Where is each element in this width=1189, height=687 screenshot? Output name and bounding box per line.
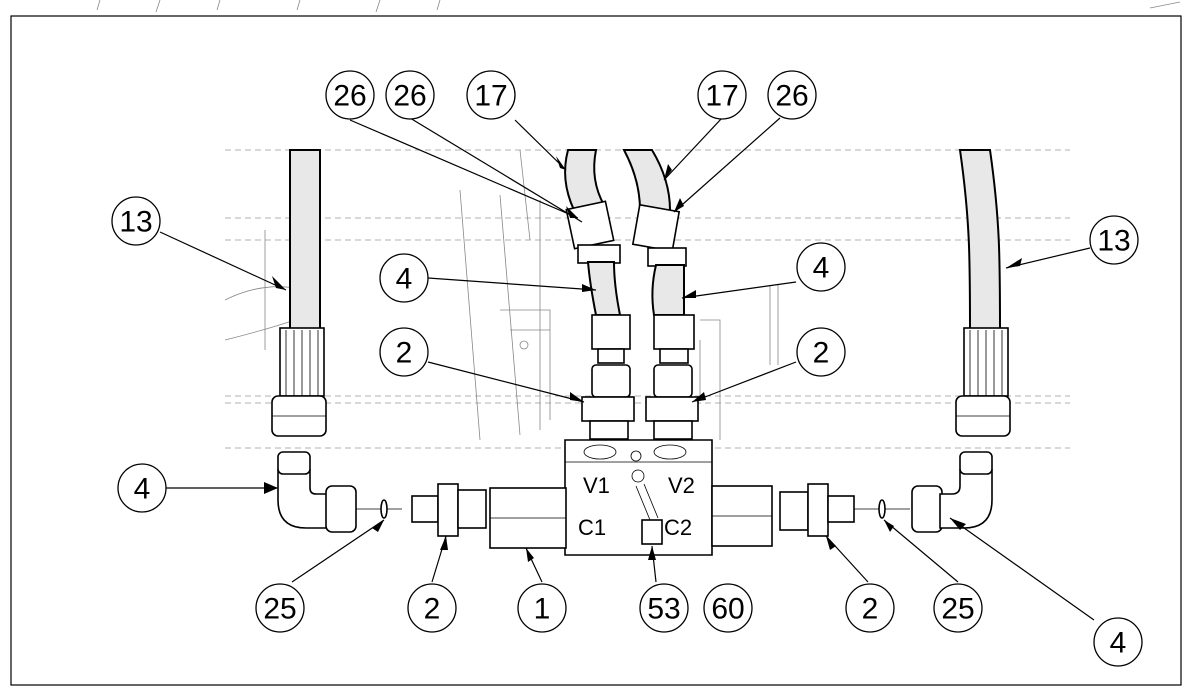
callout-circle — [325, 70, 375, 120]
callout-circle — [255, 583, 305, 633]
seal-25-left — [356, 499, 402, 519]
hose-17-left — [564, 149, 631, 364]
callout-number: 4 — [813, 252, 830, 285]
callout-number: 1 — [534, 593, 551, 626]
callout-bubble-60: 60 — [703, 583, 753, 633]
callout-bubble-2: 2 — [845, 583, 895, 633]
callout-bubble-26: 26 — [385, 70, 435, 120]
callout-circle — [1089, 215, 1139, 265]
callout-bubble-25: 25 — [255, 583, 305, 633]
callout-number: 25 — [263, 593, 296, 626]
callout-number: 2 — [396, 337, 413, 370]
callout-number: 4 — [134, 473, 151, 506]
hose-13-left — [271, 149, 327, 437]
elbow-4-right — [911, 451, 993, 533]
callout-circle — [111, 196, 161, 246]
callout-bubble-13: 13 — [1089, 215, 1139, 265]
callout-number: 2 — [424, 593, 441, 626]
valve-block-1: V1 V2 C1 C2 — [489, 439, 773, 556]
callout-circle — [117, 463, 167, 513]
callout-number: 4 — [396, 263, 413, 296]
callout-circle — [697, 70, 747, 120]
callout-bubble-4: 4 — [117, 463, 167, 513]
callout-circle — [845, 583, 895, 633]
background-frame-lines — [225, 149, 1070, 449]
callout-number: 26 — [775, 80, 808, 113]
callout-bubble-1: 1 — [517, 583, 567, 633]
port-label-c1: C1 — [578, 515, 606, 540]
callout-number: 2 — [813, 337, 830, 370]
callout-number: 2 — [862, 593, 879, 626]
callout-bubble-53: 53 — [639, 583, 689, 633]
adapter-2-left — [411, 483, 487, 537]
callout-circle — [517, 583, 567, 633]
hose-13-right — [955, 149, 1011, 437]
callout-number: 13 — [1097, 225, 1130, 258]
callout-bubble-25: 25 — [933, 583, 983, 633]
callout-circle — [703, 583, 753, 633]
hose-17-right — [622, 149, 695, 364]
elbow-4-left — [277, 451, 357, 533]
callout-bubble-4: 4 — [796, 242, 846, 292]
callout-bubble-26: 26 — [325, 70, 375, 120]
callout-bubble-2: 2 — [407, 583, 457, 633]
callout-bubble-2: 2 — [379, 327, 429, 377]
callout-number: 26 — [333, 80, 366, 113]
port-label-c2: C2 — [664, 515, 692, 540]
adapter-2-top-left — [581, 364, 635, 440]
top-edge-sketch — [96, 0, 1181, 13]
callout-circle — [639, 583, 689, 633]
callout-bubble-17: 17 — [466, 70, 516, 120]
drawing-frame — [10, 15, 1182, 686]
callout-number: 25 — [941, 593, 974, 626]
callout-number: 26 — [393, 80, 426, 113]
callout-bubble-4: 4 — [1093, 617, 1143, 667]
callout-number: 13 — [119, 206, 152, 239]
callout-circle — [466, 70, 516, 120]
leader-lines — [159, 117, 1095, 621]
callout-bubble-17: 17 — [697, 70, 747, 120]
callout-circle — [796, 242, 846, 292]
callout-circle — [379, 253, 429, 303]
callout-bubble-4: 4 — [379, 253, 429, 303]
callout-bubble-2: 2 — [796, 327, 846, 377]
callout-circle — [933, 583, 983, 633]
adapter-2-top-right — [645, 364, 699, 440]
callout-bubble-26: 26 — [767, 70, 817, 120]
background-structure — [224, 149, 779, 441]
callout-number: 4 — [1110, 627, 1127, 660]
callout-circle — [1093, 617, 1143, 667]
callout-circle — [385, 70, 435, 120]
port-label-v1: V1 — [583, 473, 610, 498]
callout-bubble-13: 13 — [111, 196, 161, 246]
callout-number: 60 — [711, 593, 744, 626]
adapter-2-right — [779, 483, 855, 537]
seal-25-right — [854, 499, 910, 519]
callout-circle — [407, 583, 457, 633]
callout-number: 17 — [474, 80, 507, 113]
callout-circle — [796, 327, 846, 377]
callout-circle — [379, 327, 429, 377]
callout-bubbles: 26 26 17 17 26 13 13 4 4 2 2 4 4 25 2 1 53 60 2 25 — [111, 70, 1143, 667]
callout-number: 53 — [647, 593, 680, 626]
callout-circle — [767, 70, 817, 120]
leader-arrowheads — [264, 156, 1022, 562]
callout-number: 17 — [705, 80, 738, 113]
port-label-v2: V2 — [668, 473, 695, 498]
